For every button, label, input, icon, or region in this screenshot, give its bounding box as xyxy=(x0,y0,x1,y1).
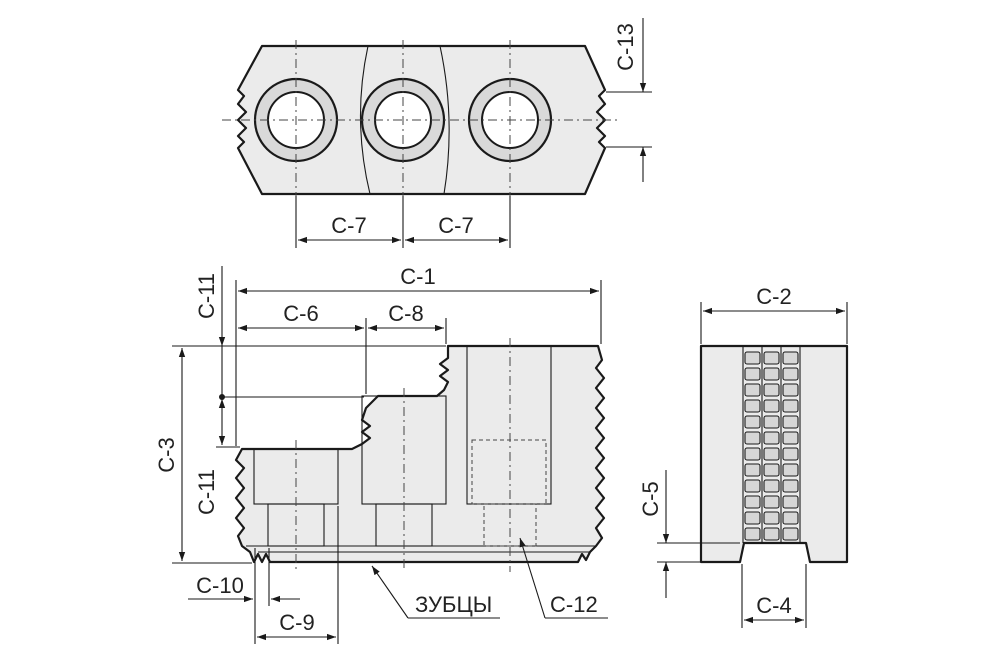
serration-tooth xyxy=(744,527,761,541)
serration-tooth xyxy=(763,495,780,509)
c12-label: C-12 xyxy=(550,592,598,617)
top-view: C-7 C-7 C-13 xyxy=(222,18,652,248)
c11-bottom-label: C-11 xyxy=(194,469,219,515)
serration-tooth xyxy=(763,415,780,429)
serration-tooth xyxy=(763,351,780,365)
c12-leader xyxy=(519,537,546,619)
front-view: C-1 C-6 C-8 C-3 C-11 C-11 C-10 C-9 xyxy=(154,264,608,644)
serration-tooth xyxy=(744,367,761,381)
serration-tooth xyxy=(782,351,799,365)
c4-label: C-4 xyxy=(756,593,791,618)
c5-label: C-5 xyxy=(638,481,663,516)
serration-tooth xyxy=(763,399,780,413)
top-view-split-right xyxy=(439,45,450,195)
serration-tooth xyxy=(763,511,780,525)
serration-tooth xyxy=(763,431,780,445)
c7-left-label: C-7 xyxy=(331,213,366,238)
serration-tooth xyxy=(744,463,761,477)
side-view-tooth-grid xyxy=(742,346,801,543)
serration-tooth xyxy=(763,527,780,541)
serration-tooth xyxy=(763,383,780,397)
serration-tooth xyxy=(744,511,761,525)
c9-label: C-9 xyxy=(279,610,314,635)
serration-tooth xyxy=(782,399,799,413)
serration-tooth xyxy=(782,367,799,381)
serration-tooth xyxy=(744,415,761,429)
front-hole-3-hidden-bore xyxy=(483,503,537,547)
c11-top-label: C-11 xyxy=(194,273,219,319)
c3-label: C-3 xyxy=(154,437,179,472)
serration-tooth xyxy=(782,527,799,541)
serration-tooth xyxy=(782,495,799,509)
serration-tooth xyxy=(782,463,799,477)
serration-tooth xyxy=(782,447,799,461)
c2-label: C-2 xyxy=(756,284,791,309)
serration-tooth xyxy=(782,415,799,429)
c11-datum-point xyxy=(219,394,225,400)
serration-tooth xyxy=(782,431,799,445)
serration-tooth xyxy=(763,463,780,477)
teeth-label: ЗУБЦЫ xyxy=(415,592,492,617)
serration-tooth xyxy=(782,511,799,525)
serration-tooth xyxy=(744,383,761,397)
side-view: C-2 C-4 C-5 xyxy=(638,284,849,628)
serration-tooth xyxy=(744,447,761,461)
c10-label: C-10 xyxy=(196,573,244,598)
serration-tooth xyxy=(744,399,761,413)
serration-tooth xyxy=(782,383,799,397)
c7-right-label: C-7 xyxy=(438,213,473,238)
c13-label: C-13 xyxy=(613,23,638,71)
serration-tooth xyxy=(744,495,761,509)
serration-tooth xyxy=(744,431,761,445)
c6-label: C-6 xyxy=(283,301,318,326)
c8-label: C-8 xyxy=(388,301,423,326)
c1-label: C-1 xyxy=(400,264,435,289)
serration-tooth xyxy=(744,351,761,365)
serration-tooth xyxy=(744,479,761,493)
teeth-leader xyxy=(371,565,409,619)
serration-tooth xyxy=(763,367,780,381)
front-view-outline xyxy=(234,344,606,564)
serration-tooth xyxy=(763,447,780,461)
serration-tooth xyxy=(782,479,799,493)
serration-tooth xyxy=(763,479,780,493)
